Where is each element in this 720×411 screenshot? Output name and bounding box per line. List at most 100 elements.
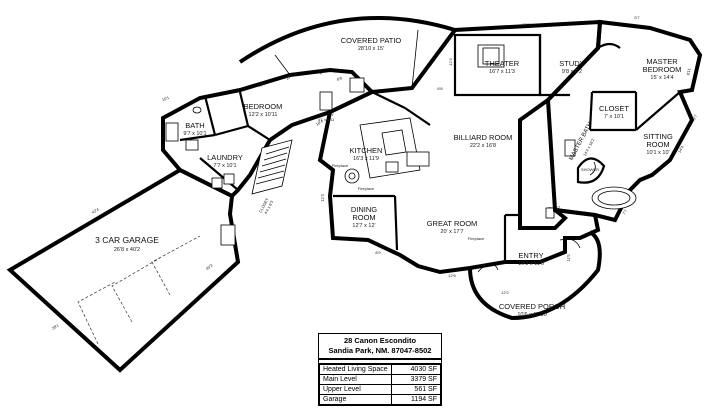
dining-room-label-2: ROOM — [352, 213, 375, 222]
sitting-room-label-1: SITTING — [643, 132, 673, 141]
master-bedroom-dims: 15' x 14'4 — [650, 75, 673, 81]
master-wing — [545, 19, 703, 223]
shower-label: SHOWER — [581, 167, 599, 172]
row-label: Upper Level — [319, 384, 392, 395]
dim-wall-f: 8'11 — [685, 67, 691, 76]
kitchen-sink — [385, 161, 399, 173]
address-line-1: 28 Canon Escondito — [343, 336, 417, 345]
garage-label: 3 CAR GARAGE — [95, 235, 159, 245]
dim-great-room-left: 12'3 — [320, 193, 325, 201]
dim-patio-right: 12'4 — [448, 58, 453, 66]
bath-label: BATH — [185, 121, 204, 130]
fireplace-label-2: Fireplace — [358, 186, 375, 191]
info-spacer — [319, 360, 441, 364]
vanity — [564, 139, 576, 157]
dim-wall-g: 14'4 — [677, 144, 685, 154]
dim-wall-a: 7'7 — [401, 86, 407, 91]
patio-arc — [238, 16, 456, 64]
master-bedroom-label-2: BEDROOM — [643, 65, 682, 74]
main-house — [317, 19, 603, 275]
table-row: Main Level 3379 SF — [319, 374, 441, 385]
covered-porch-label: COVERED PORCH — [499, 302, 565, 311]
dim-wall-e: 3'10 — [556, 206, 561, 214]
garage-dims: 26'8 x 40'2 — [114, 247, 140, 253]
entry-label: ENTRY — [518, 251, 543, 260]
dim-garage-right: 40'2 — [205, 262, 215, 271]
row-value: 1194 SF — [391, 394, 441, 405]
bath-dims: 9'7 x 10'1 — [183, 131, 206, 137]
dim-wall-h: 10'4 — [315, 118, 325, 126]
dim-garage-bottom: 36'4 — [173, 312, 183, 321]
row-value: 561 SF — [391, 384, 441, 395]
dining-room-label-1: DINING — [351, 205, 377, 214]
square-footage-table: Heated Living Space 4030 SF Main Level 3… — [319, 364, 441, 405]
dim-garage-left: 28'1 — [51, 322, 61, 330]
address-line-2: Sandia Park, NM. 87047-8502 — [328, 346, 432, 355]
study-label: STUDY — [559, 59, 584, 68]
covered-porch-dims: 10'6 x 17'10 — [517, 312, 546, 318]
porch-arc — [468, 230, 602, 321]
covered-patio-label: COVERED PATIO — [341, 36, 402, 45]
dryer — [223, 173, 235, 185]
stove — [406, 151, 430, 167]
room-labels: COVERED PATIO 28'10 x 15' THEATER 16'7 x… — [95, 36, 681, 318]
bedroom-label: BEDROOM — [244, 102, 283, 111]
dim-entry-right: 11'5 — [566, 254, 571, 262]
great-room-label: GREAT ROOM — [427, 219, 478, 228]
table-row: Upper Level 561 SF — [319, 384, 441, 395]
theater-label: THEATER — [485, 59, 520, 68]
dim-wall-d: 4'3 — [318, 69, 323, 75]
garage-closet — [220, 224, 236, 246]
fridge — [349, 77, 365, 93]
row-label: Garage — [319, 394, 392, 405]
fireplace-label-3: Fireplace — [468, 236, 485, 241]
garage-wing — [6, 167, 241, 373]
property-info-box: 28 Canon Escondito Sandia Park, NM. 8704… — [318, 333, 442, 406]
dim-bedroom-top: 13'9 — [257, 81, 266, 89]
row-value: 3379 SF — [391, 374, 441, 385]
pantry-dims: 4'1 x 4'11 — [318, 117, 335, 122]
kitchen-label: KITCHEN — [350, 146, 383, 155]
pantry-shelf — [319, 91, 333, 111]
sitting-room-dims: 10'1 x 10' — [646, 150, 669, 156]
great-room-dims: 20' x 17'7 — [440, 229, 463, 235]
kitchen-dims: 16'3 x 11'9 — [353, 156, 379, 162]
closet-small-dims: 4'4 x 6'3 — [263, 199, 275, 215]
washer — [211, 177, 223, 189]
row-value: 4030 SF — [391, 364, 441, 375]
dim-porch-top: 12'2 — [501, 290, 509, 295]
laundry-label: LAUNDRY — [207, 153, 243, 162]
kitchen-island — [381, 129, 407, 156]
bedroom-dims: 12'2 x 10'11 — [249, 112, 278, 118]
row-label: Main Level — [319, 374, 392, 385]
dining-room-dims: 12'7 x 12' — [352, 223, 375, 229]
billiard-room-dims: 22'2 x 16'8 — [470, 143, 496, 149]
dim-garage-top: 42'4 — [91, 206, 101, 214]
dim-right-small: 7'7 — [621, 208, 628, 216]
table-row: Heated Living Space 4030 SF — [319, 364, 441, 375]
laundry-dims: 7'7 x 10'1 — [213, 163, 236, 169]
dim-patio-left: 13'5 — [285, 72, 295, 81]
toilet — [192, 106, 202, 114]
bedroom-wing — [161, 67, 376, 199]
dim-porch-width: 12'6 — [448, 273, 456, 278]
dim-right-top: 5'7 — [634, 15, 640, 20]
covered-patio-dims: 28'10 x 15' — [358, 46, 384, 52]
billiard-room-label: BILLIARD ROOM — [454, 133, 513, 142]
dim-top-right: 38'11 — [522, 22, 532, 27]
dim-bath-left: 10'1 — [161, 95, 170, 103]
address-block: 28 Canon Escondito Sandia Park, NM. 8704… — [319, 334, 441, 360]
fireplace-label-1: Fireplace — [332, 163, 349, 168]
entry-dims: 10'3 x 11'6 — [518, 261, 544, 267]
pantry-label: PANTRY — [318, 112, 334, 117]
closet-dims: 7' x 10'1 — [604, 114, 624, 120]
bathtub — [165, 122, 179, 142]
master-bedroom-label-1: MASTER — [646, 57, 678, 66]
study-dims: 9'8 x 8'2 — [562, 69, 582, 75]
dimension-labels: 38'11 5'7 13'5 12'4 13'9 10'1 42'4 28'1 … — [51, 15, 699, 331]
dim-right-small-2: 9'7 — [691, 113, 698, 121]
sink — [185, 139, 199, 151]
dim-great-room-bottom: 8'9 — [375, 250, 381, 255]
sitting-room-label-2: ROOM — [646, 140, 669, 149]
